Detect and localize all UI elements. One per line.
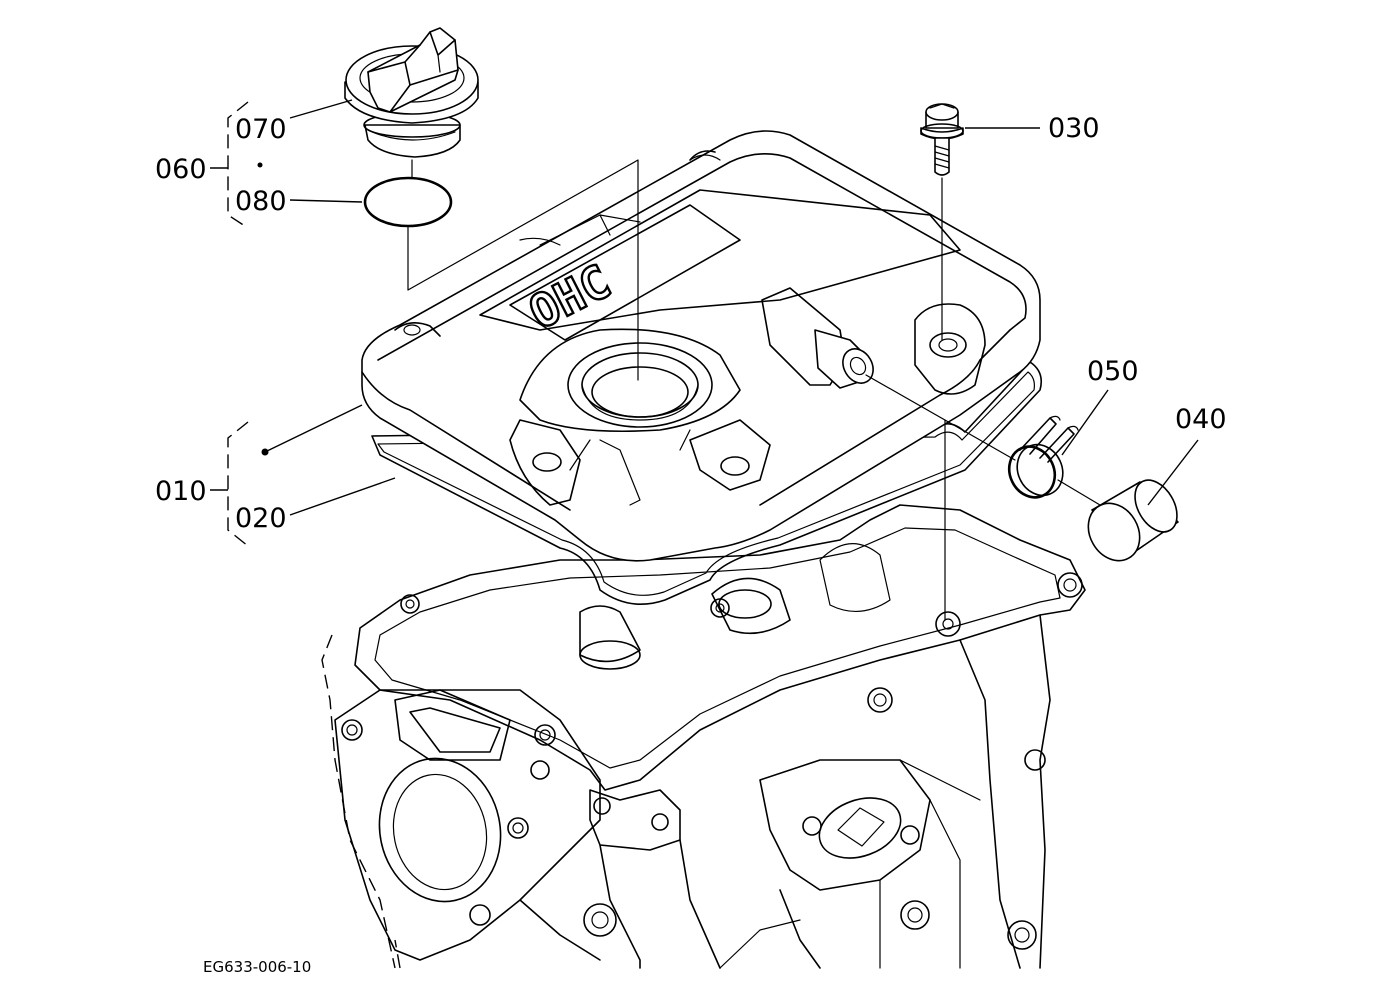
o-ring xyxy=(363,176,453,228)
label-040: 040 xyxy=(1175,404,1227,435)
drawing-code: EG633-006-10 xyxy=(203,958,311,976)
assembly-lines xyxy=(407,159,1101,621)
cover-bolt xyxy=(920,103,964,176)
label-050: 050 xyxy=(1087,356,1139,387)
label-020: 020 xyxy=(235,503,287,534)
oil-filler-cap xyxy=(344,27,479,158)
label-080: 080 xyxy=(235,186,287,217)
leader-lines xyxy=(210,99,1199,547)
cylinder-head xyxy=(321,504,1086,969)
hose-clamp xyxy=(1007,415,1079,499)
breather-hose xyxy=(1087,479,1179,562)
label-030: 030 xyxy=(1048,113,1100,144)
label-070: 070 xyxy=(235,114,287,145)
part-labels: 070 080 060 030 050 040 010 020 EG633-00… xyxy=(155,113,1227,976)
label-010: 010 xyxy=(155,476,207,507)
valve-cover: OHC xyxy=(361,130,1041,562)
label-060: 060 xyxy=(155,154,207,185)
